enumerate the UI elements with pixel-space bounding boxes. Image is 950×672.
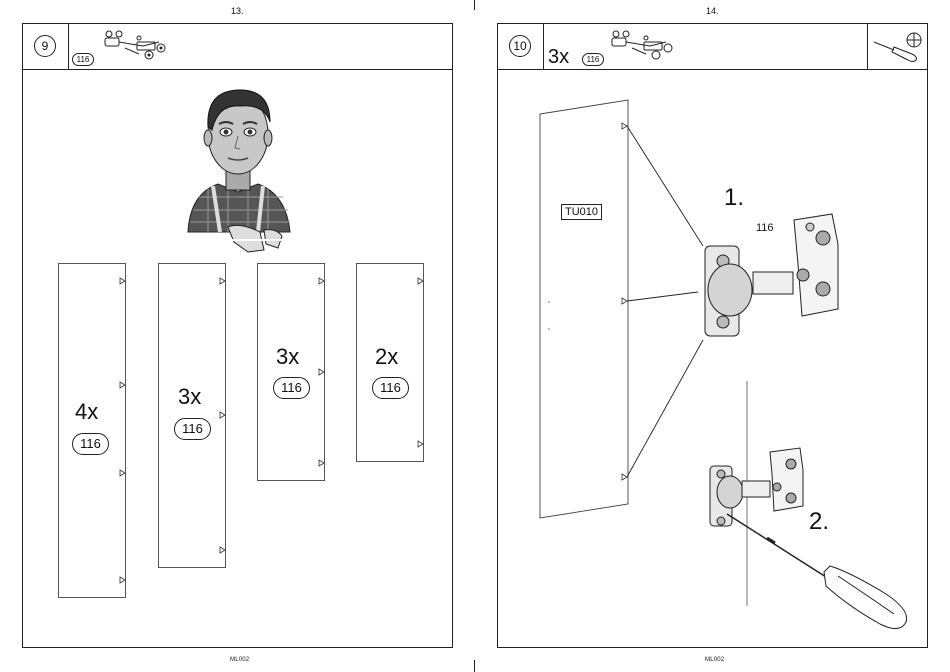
step-two-label: 2. [809,508,829,536]
panel-label: TU010 [561,204,602,220]
page-number-left: 13. [231,6,244,16]
hinge-markers [23,24,454,649]
step-one-label: 1. [724,184,744,212]
instruction-panel-left: 9 116 [22,23,453,648]
page-number-right: 14. [706,6,719,16]
footer-code-left: ML002 [230,657,249,663]
footer-code-right: ML002 [705,657,724,663]
hinge-assembly-drawing [498,24,929,649]
instruction-panel-right: 10 3x 116 [497,23,928,648]
crop-mark-bottom [474,660,475,672]
crop-mark-top [474,0,475,10]
hinge-part-label: 116 [756,222,774,234]
